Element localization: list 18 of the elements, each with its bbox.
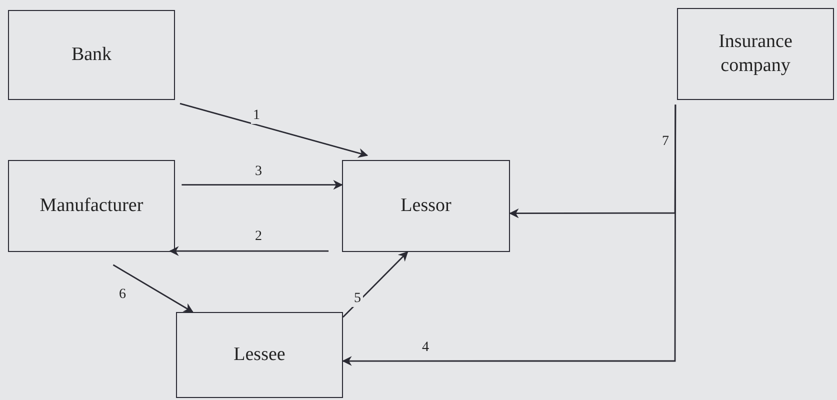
- node-label: Lessee: [234, 343, 286, 367]
- entity-box: [342, 160, 510, 252]
- entity-box: [677, 8, 834, 100]
- arrow: [342, 251, 408, 318]
- entity-box: [8, 160, 175, 252]
- edge-label: 1: [251, 108, 262, 124]
- node-label: Lessor: [400, 194, 452, 218]
- arrow: [182, 180, 343, 190]
- node-label: Bank: [71, 43, 112, 67]
- node-label: Manufacturer: [40, 194, 144, 218]
- arrow: [342, 104, 676, 366]
- node-label: Insurance company: [718, 30, 794, 78]
- entity-box: [8, 10, 175, 100]
- arrow: [180, 102, 368, 158]
- arrow: [112, 264, 194, 313]
- entity-box: [176, 312, 343, 398]
- edge-label: 5: [352, 291, 363, 307]
- arrow: [169, 246, 329, 256]
